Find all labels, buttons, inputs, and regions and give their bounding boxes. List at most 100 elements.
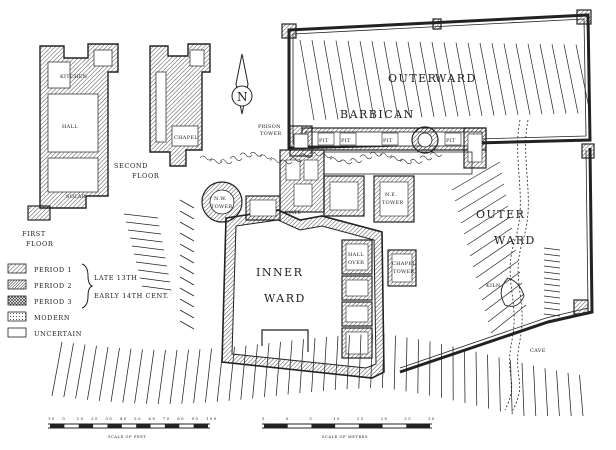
hachure-line — [498, 357, 501, 412]
ne-tower-label-1: N.E. — [385, 192, 397, 198]
hachure-line — [543, 295, 561, 299]
legend-item: MODERN — [7, 311, 70, 322]
rock-scribble — [409, 159, 423, 164]
hachure-line — [323, 336, 327, 391]
rock-scribble — [379, 152, 393, 158]
first-floor-label-1: FIRST — [22, 230, 46, 238]
hachure-line — [395, 41, 411, 118]
hachure-line — [544, 368, 548, 417]
hachure-line — [407, 41, 423, 118]
hachure-line — [98, 346, 109, 402]
hachure-line — [382, 333, 385, 389]
hachure-line — [556, 370, 560, 417]
scale-metres-tick-label: 20 — [381, 416, 389, 421]
hachure-line — [479, 42, 495, 116]
hachure-line — [457, 183, 505, 213]
hachure-line — [533, 365, 537, 417]
first-floor-label-2: FLOOR — [26, 240, 54, 248]
second-floor-label-1: SECOND — [114, 162, 148, 170]
scale-metres-tick-label: 15 — [357, 416, 365, 421]
hachure-line — [137, 269, 169, 275]
scale-metres-tick-label: 5 — [309, 416, 313, 421]
hachure-line — [451, 161, 501, 191]
hachure-line — [311, 40, 327, 120]
hachure-line — [431, 42, 447, 117]
hachure-line — [443, 42, 459, 117]
second-floor-label-2: FLOOR — [132, 172, 160, 180]
hachure-line — [543, 307, 561, 311]
chapel-tower-label-2: TOWER — [393, 269, 415, 275]
legend-item: PERIOD 1 — [7, 263, 72, 274]
pit-1 — [317, 132, 335, 146]
scale-feet-tick-label: 60 — [149, 416, 157, 421]
hachure-line — [467, 42, 483, 116]
hachure-line — [228, 346, 235, 401]
rock-scribble — [389, 156, 403, 161]
hachure-line — [543, 247, 561, 251]
scale-metres-segment — [264, 424, 288, 428]
scale-feet-tick-label: 50 — [134, 416, 142, 421]
hachure-line — [475, 249, 517, 279]
rock-outcrop — [199, 151, 443, 165]
scale-metres-tick-label: 0 — [286, 416, 290, 421]
hall-over-label-2: OVER — [348, 260, 364, 266]
hachure-line — [543, 259, 561, 263]
rock-scribble — [199, 155, 213, 161]
scale-metres-segment — [358, 424, 383, 428]
rock-scribble — [429, 152, 443, 157]
inner-ward-label-1: INNER — [256, 266, 303, 279]
hachure-line — [460, 194, 507, 224]
nw-tower-label-1: N.W. — [214, 196, 227, 202]
hachure-line — [543, 277, 561, 281]
hachure-line — [75, 344, 86, 399]
rock-scribble — [319, 153, 333, 159]
hachure-line — [490, 304, 527, 334]
legend-item-label: PERIOD 2 — [34, 282, 72, 290]
hachure-line — [510, 360, 513, 415]
hachure-line — [472, 238, 515, 268]
hachure-line — [299, 339, 304, 394]
hachure-line — [63, 343, 74, 398]
hachure-line — [125, 221, 160, 227]
hachure-line — [484, 282, 523, 312]
second-floor-plan: CHAPEL SECOND FLOOR — [114, 43, 211, 180]
legend-item: PERIOD 2 — [7, 279, 72, 290]
scale-feet-tick-label: 80 — [177, 416, 185, 421]
scale-feet-segment — [50, 424, 65, 428]
hachure-line — [146, 349, 155, 404]
hachure-line — [179, 221, 195, 231]
chapel-small-label: CHAPEL — [174, 135, 198, 141]
scale-feet-tick-label: 0 — [62, 416, 66, 421]
hachure-line — [383, 41, 399, 118]
hachure-line — [358, 334, 362, 389]
legend-item-label: PERIOD 1 — [34, 266, 72, 274]
legend-item: PERIOD 3 — [7, 295, 72, 306]
hachure-line — [469, 227, 513, 257]
rock-scribble — [249, 151, 263, 157]
hachure-line — [135, 261, 168, 267]
rock-scribble — [329, 157, 343, 162]
pit-label-3: PIT — [383, 138, 393, 144]
scale-metres-tick-label: 25 — [404, 416, 412, 421]
hachure-line — [299, 39, 315, 121]
scale-feet-tick-label: 10 — [77, 416, 85, 421]
scale-feet-tick-label: 90 — [192, 416, 200, 421]
hachure-line — [179, 320, 195, 330]
pit-2 — [339, 132, 357, 146]
scale-feet-tick-label: 20 — [91, 416, 99, 421]
rock-scribble — [399, 159, 413, 164]
first-floor-plan: KITCHEN HALL SOLAR FIRST FLOOR — [22, 43, 119, 248]
outer-ward-top-label-2: WARD — [435, 72, 477, 85]
hachure-line — [157, 349, 166, 405]
hachure-line — [515, 43, 531, 115]
scarp-hachures-right — [543, 247, 561, 317]
hachure-line — [264, 343, 270, 398]
rock-scribble — [279, 159, 293, 165]
prison-tower-label-1: PRISON — [258, 124, 281, 130]
hachure-line — [311, 337, 316, 393]
hachure-line — [193, 349, 201, 404]
hall-over-label-1: HALL — [348, 252, 364, 258]
outer-ward-corner-tower-ne — [576, 9, 592, 25]
rock-scribble — [369, 151, 383, 157]
